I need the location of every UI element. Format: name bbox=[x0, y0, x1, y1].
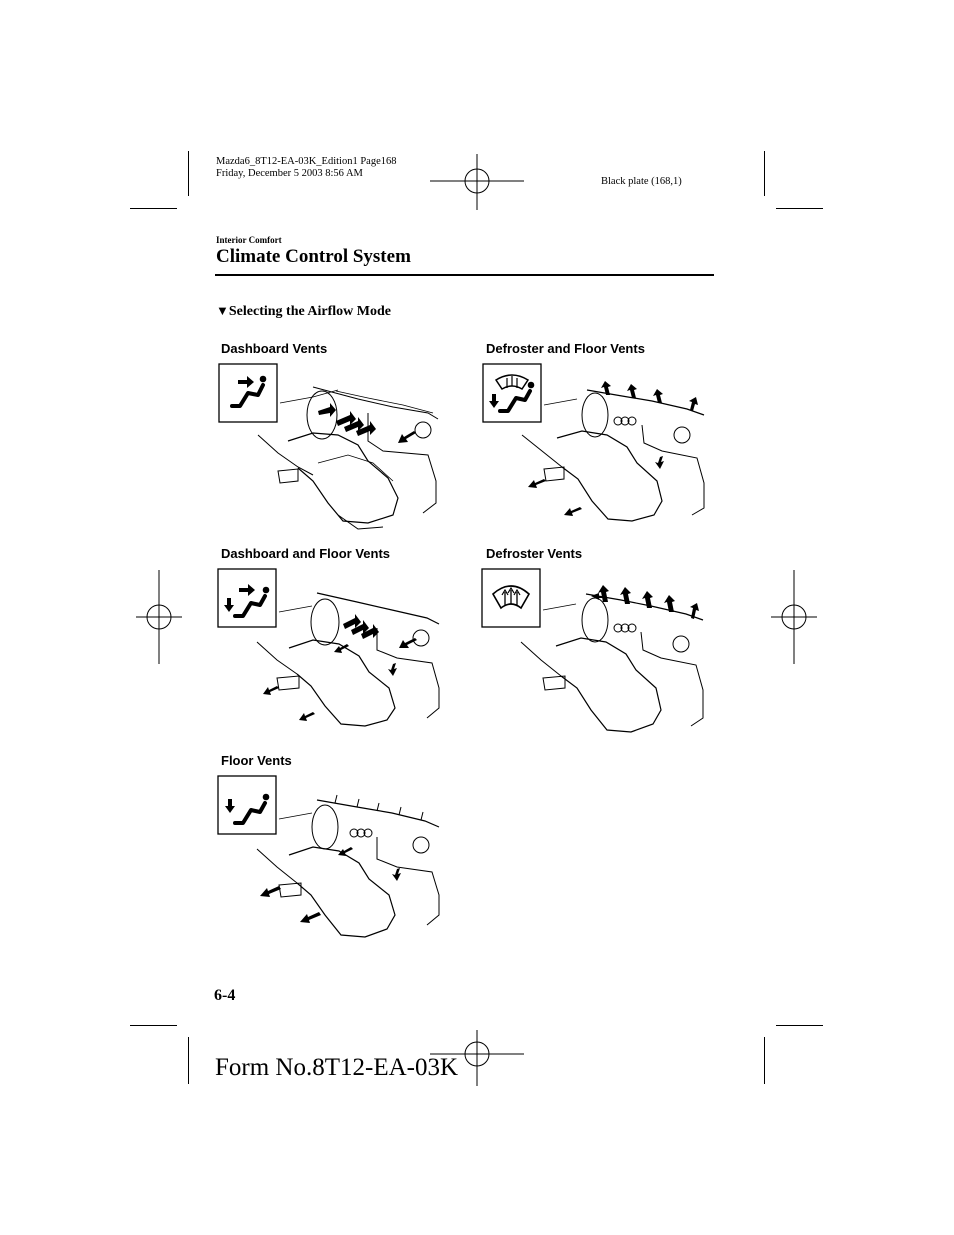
dashboard-floor-vents-icon bbox=[224, 584, 270, 618]
panel-label-dashboard-floor-vents: Dashboard and Floor Vents bbox=[221, 546, 391, 561]
print-meta-line2: Friday, December 5 2003 8:56 AM bbox=[216, 168, 363, 179]
defroster-vents-icon bbox=[491, 585, 531, 610]
defroster-vents-illustration bbox=[481, 568, 704, 733]
defroster-floor-vents-illustration bbox=[482, 363, 705, 522]
dashboard-vents-illustration bbox=[218, 363, 439, 530]
defroster-floor-vents-icon bbox=[489, 374, 535, 413]
panel-label-defroster-floor-vents: Defroster and Floor Vents bbox=[486, 341, 645, 356]
registration-mark-left bbox=[136, 570, 182, 664]
panel-label-defroster-vents: Defroster Vents bbox=[486, 546, 583, 561]
plate-label: Black plate (168,1) bbox=[601, 176, 682, 187]
panel-label-floor-vents: Floor Vents bbox=[221, 753, 292, 768]
form-number: Form No.8T12-EA-03K bbox=[215, 1054, 459, 1081]
registration-mark-right bbox=[771, 570, 817, 664]
panel-label-dashboard-vents: Dashboard Vents bbox=[221, 341, 328, 356]
section-label: Interior Comfort bbox=[216, 235, 282, 245]
registration-mark-bottom bbox=[430, 1030, 524, 1086]
triangle-marker-icon: ▼ bbox=[216, 303, 229, 318]
subheading: ▼Selecting the Airflow Mode bbox=[216, 303, 391, 320]
registration-mark-top bbox=[430, 154, 524, 210]
title-rule bbox=[215, 274, 714, 276]
dashboard-floor-vents-illustration bbox=[217, 568, 440, 727]
print-metadata: Mazda6_8T12-EA-03K_Edition1 Page168 Frid… bbox=[216, 156, 397, 180]
subheading-text: Selecting the Airflow Mode bbox=[228, 304, 392, 319]
page-number: 6-4 bbox=[214, 987, 236, 1004]
page-title: Climate Control System bbox=[216, 246, 411, 267]
floor-vents-illustration bbox=[217, 775, 440, 938]
floor-vents-icon bbox=[225, 793, 270, 825]
dashboard-vents-icon bbox=[230, 375, 267, 408]
print-meta-line1: Mazda6_8T12-EA-03K_Edition1 Page168 bbox=[216, 156, 397, 167]
